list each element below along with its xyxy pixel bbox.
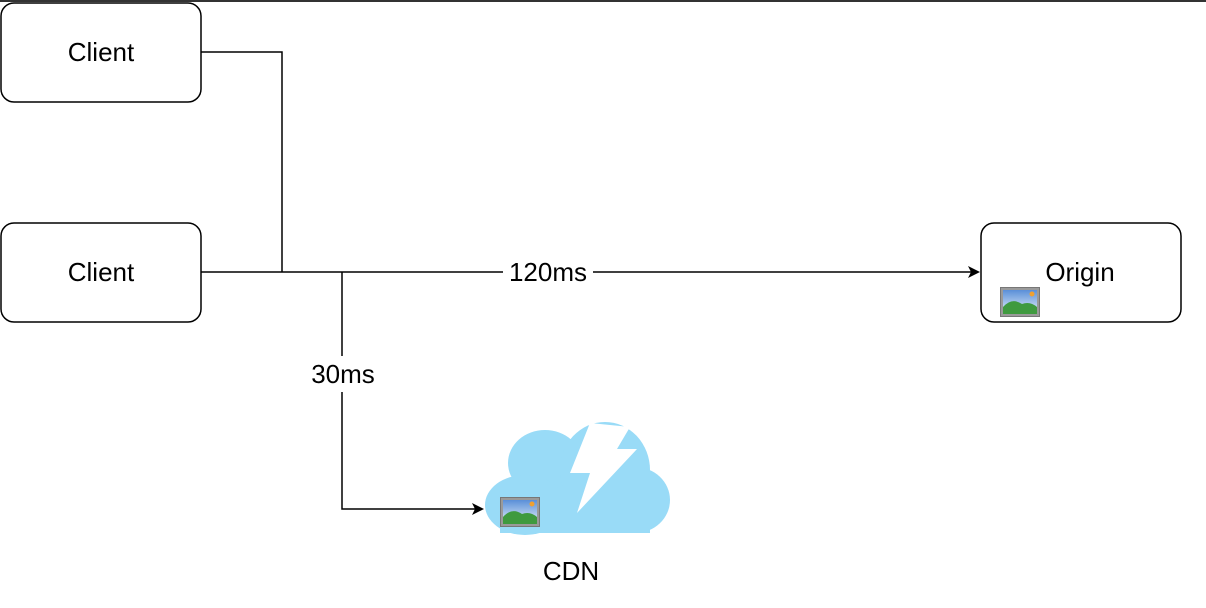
node-label: Origin: [1045, 257, 1114, 287]
node-label: CDN: [543, 556, 599, 586]
node-label: Client: [68, 257, 135, 287]
edge-to-origin: 120ms: [201, 257, 980, 287]
node-origin[interactable]: Origin: [980, 222, 1182, 323]
edge-client-top-to-junction: [201, 51, 283, 272]
node-client-top[interactable]: Client: [0, 2, 202, 103]
edge-label-120ms: 120ms: [509, 257, 587, 287]
image-icon: [1000, 287, 1040, 317]
node-label: Client: [68, 37, 135, 67]
top-border: [0, 0, 1206, 2]
node-client-bottom[interactable]: Client: [0, 222, 202, 323]
edge-to-cdn: 30ms: [305, 272, 484, 515]
image-icon: [500, 497, 540, 527]
lightning-icon: [570, 423, 637, 513]
edge-label-30ms: 30ms: [311, 359, 375, 389]
node-cdn[interactable]: CDN: [485, 422, 670, 586]
